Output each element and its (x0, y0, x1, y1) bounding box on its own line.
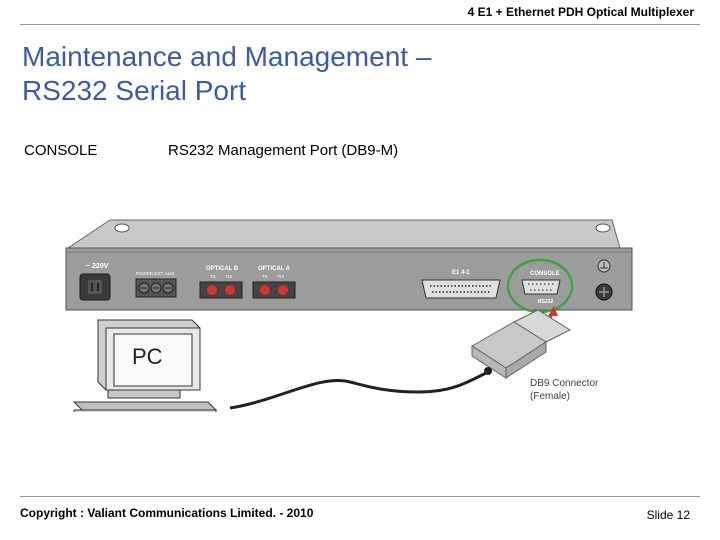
optical-b-port (199, 281, 243, 299)
slide-title-line-2: RS232 Serial Port (22, 75, 247, 106)
rear-panel-diagram: ~ 220V POWER EXT. ALM. OPTICAL B TX RX O… (65, 219, 633, 412)
console-db9-connector (521, 279, 561, 295)
optical-a-label: OPTICAL A (258, 266, 291, 272)
optical-b-rx-led (225, 285, 235, 295)
power-ext-alarm-label: POWER EXT. ALM. (136, 271, 175, 276)
optical-a-tx-led (260, 285, 270, 295)
header-product-name: 4 E1 + Ethernet PDH Optical Multiplexer (467, 5, 694, 19)
slide-number: Slide 12 (646, 508, 690, 522)
mounting-hole-left (114, 223, 130, 233)
e1-port-label: E1 4-1 (452, 270, 470, 276)
optical-b-tx-label: TX (210, 274, 216, 279)
pc-cpu-icon (72, 401, 218, 412)
optical-a-port (252, 281, 296, 299)
db9-female-connector (471, 309, 572, 379)
header-divider (20, 24, 700, 25)
port-description: RS232 Management Port (DB9-M) (168, 142, 399, 159)
serial-cable (229, 370, 489, 410)
rs232-label: RS232 (538, 299, 554, 305)
port-label: CONSOLE (24, 142, 98, 159)
pc-monitor-icon (97, 319, 201, 399)
e1-db37-connector (421, 279, 501, 299)
footer-divider (20, 496, 700, 497)
footer-copyright: Copyright : Valiant Communications Limit… (20, 506, 314, 520)
db9-connector-label: DB9 Connector (530, 378, 599, 389)
chassis-top (66, 219, 621, 249)
slide-title-line-1: Maintenance and Management – (22, 41, 432, 72)
optical-a-tx-label: TX (262, 274, 268, 279)
pc-label: PC (132, 344, 163, 369)
slide-title: Maintenance and Management – RS232 Seria… (22, 40, 431, 108)
console-port-label: CONSOLE (530, 271, 560, 277)
optical-b-tx-led (207, 285, 217, 295)
optical-a-rx-label: RX (278, 274, 284, 279)
optical-b-label: OPTICAL B (206, 266, 239, 272)
db9-connector-sublabel: (Female) (530, 391, 570, 402)
power-label: ~ 220V (86, 263, 109, 270)
mounting-hole-right (595, 223, 611, 233)
optical-b-rx-label: RX (226, 274, 232, 279)
optical-a-rx-led (278, 285, 288, 295)
